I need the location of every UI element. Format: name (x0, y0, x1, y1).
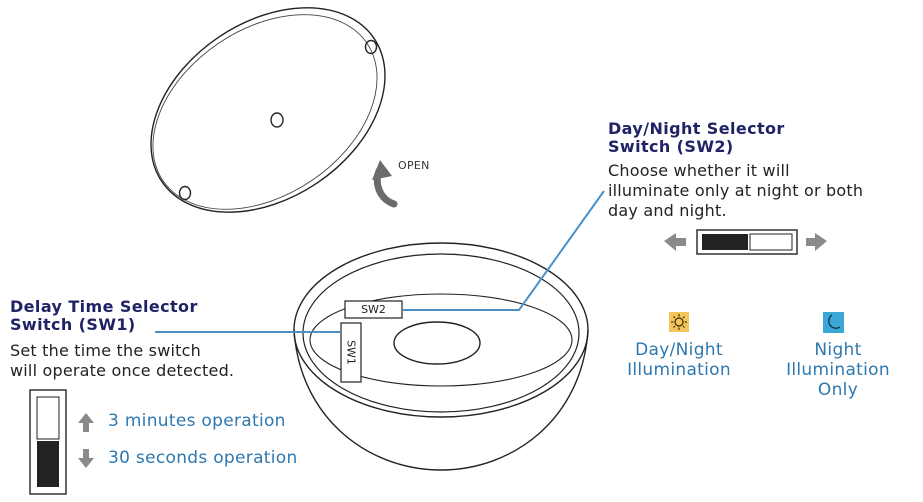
sensor-lens (393, 321, 481, 365)
day-night-line: Illumination (627, 360, 731, 380)
lid (150, 7, 386, 213)
open-label: OPEN (398, 159, 430, 172)
sun-icon (669, 312, 689, 332)
sw2-callout-line (403, 190, 605, 311)
sw1-label: SW1 (344, 340, 358, 365)
sw2-heading: Day/Night Selector (608, 119, 785, 138)
sw1-description: Set the time the switch (10, 341, 201, 360)
arrow-up-icon (78, 413, 94, 432)
sw1-heading: Delay Time Selector (10, 297, 198, 316)
night-line: Only (817, 380, 859, 400)
night-line: Illumination (786, 360, 890, 380)
night-line: Night (814, 340, 862, 360)
sw2-heading: Switch (SW2) (608, 137, 734, 156)
lid-screw-hole (364, 39, 378, 55)
sw2-switch (344, 300, 403, 319)
sw2-label: SW2 (361, 303, 386, 316)
sw1-vertical-switch (29, 389, 67, 495)
night-only-mode-label: Night Illumination Only (770, 342, 906, 399)
sw1-description: will operate once detected. (10, 361, 235, 380)
day-night-mode-label: Day/Night Illumination (614, 342, 744, 379)
sw2-description: Choose whether it will (608, 161, 790, 180)
sw2-description: day and night. (608, 201, 727, 220)
lid-screw-hole (178, 185, 192, 201)
arrow-left-icon (664, 233, 686, 251)
option-30-seconds: 30 seconds operation (108, 448, 298, 468)
day-night-line: Day/Night (635, 340, 723, 360)
sensor-bowl (293, 242, 589, 471)
lid-screw-hole (270, 112, 284, 128)
arrow-down-icon (78, 449, 94, 468)
sw1-switch (340, 322, 362, 383)
arrow-right-icon (806, 233, 827, 251)
option-3-minutes: 3 minutes operation (108, 411, 286, 431)
sw2-description: illuminate only at night or both (608, 181, 864, 200)
curved-arrow-icon (372, 160, 398, 208)
sw1-heading: Switch (SW1) (10, 315, 136, 334)
sw2-slide-switch (696, 229, 798, 255)
moon-icon (823, 312, 844, 333)
